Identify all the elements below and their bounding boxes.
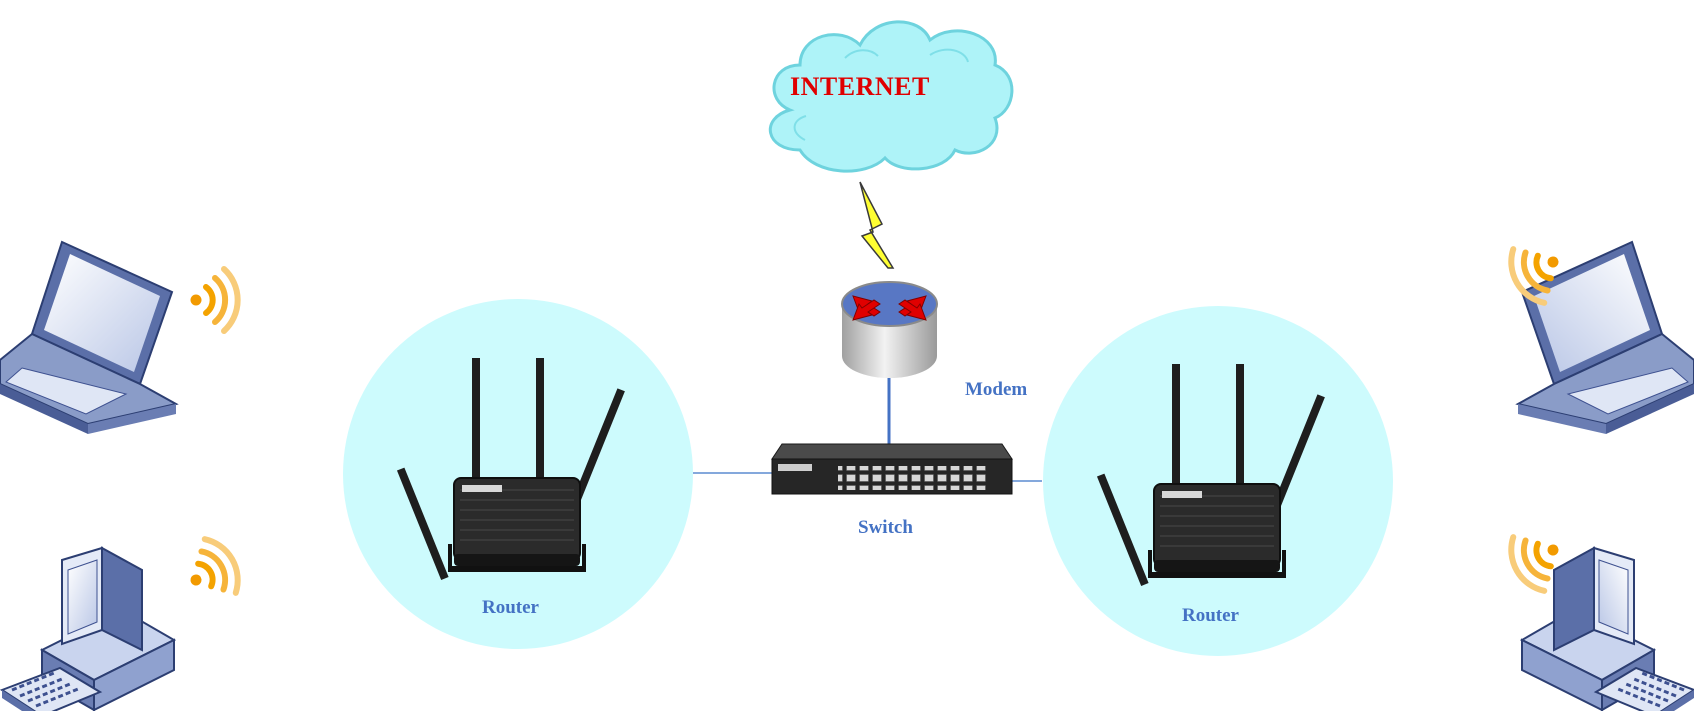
router-right-label: Router: [1182, 605, 1239, 626]
laptop-icon: [0, 241, 177, 435]
router-left-label: Router: [482, 597, 539, 618]
network-switch-icon: [771, 443, 1013, 495]
switch-label: Switch: [858, 517, 913, 538]
desktop-computer-icon: [0, 546, 176, 711]
modem-label: Modem: [965, 379, 1028, 400]
router-zone-right: [1043, 306, 1393, 656]
router-zone-left: [343, 299, 693, 649]
desktop-computer-icon: [1520, 546, 1694, 711]
cloud-icon: [768, 20, 1014, 173]
lightning-bolt-icon: [859, 181, 895, 269]
wifi-signal-icon: [191, 269, 238, 331]
wifi-signal-icon: [176, 532, 248, 609]
internet-label: INTERNET: [790, 72, 930, 101]
modem-router-icon: [841, 281, 938, 378]
laptop-icon: [1517, 241, 1694, 435]
